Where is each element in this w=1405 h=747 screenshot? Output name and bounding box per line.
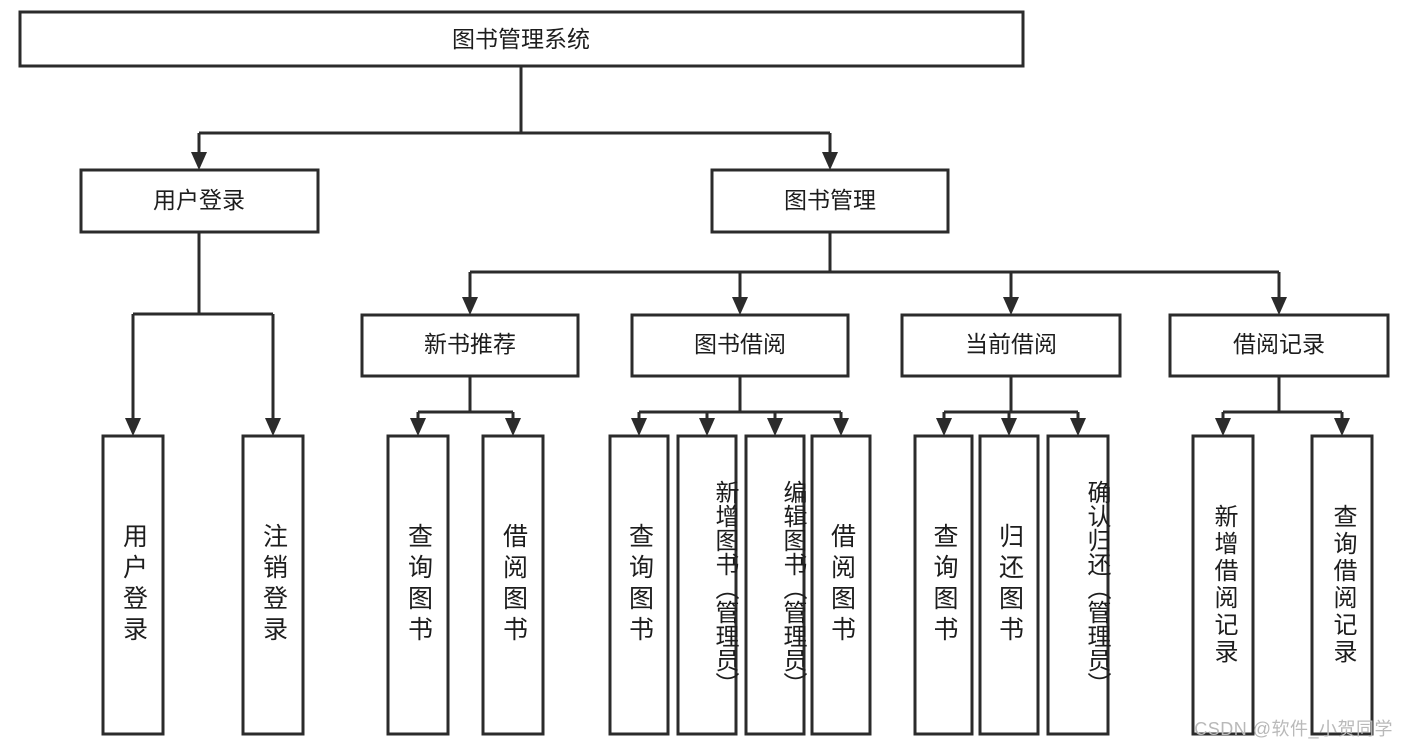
node-leaf-2[interactable] [241,434,305,736]
node-root[interactable]: 图书管理系统 [18,10,1025,68]
node-leaf-8[interactable] [810,434,872,736]
node-box-borrow[interactable] [630,313,850,378]
node-box-leaf-6[interactable] [676,434,738,736]
node-leaf-9[interactable] [913,434,974,736]
node-leaf-5[interactable] [608,434,670,736]
node-box-leaf-1[interactable] [101,434,165,736]
arrow-leaf-12 [1215,418,1231,436]
node-borrow[interactable]: 图书借阅 [630,313,850,378]
node-newbook[interactable]: 新书推荐 [360,313,580,378]
node-box-current[interactable] [900,313,1122,378]
node-label-current: 当前借阅 [965,331,1057,357]
node-box-leaf-13[interactable] [1310,434,1374,736]
arrow-leaf-9 [936,418,952,436]
node-box-leaf-3[interactable] [386,434,450,736]
node-leaf-11[interactable] [1046,434,1110,736]
node-leaf-4[interactable] [481,434,545,736]
node-box-leaf-12[interactable] [1191,434,1255,736]
node-leaf-3[interactable] [386,434,450,736]
node-label-borrow: 图书借阅 [694,331,786,357]
node-leaf-13[interactable] [1310,434,1374,736]
node-box-leaf-9[interactable] [913,434,974,736]
node-box-root[interactable] [18,10,1025,68]
arrow-records [1271,297,1287,315]
node-box-leaf-4[interactable] [481,434,545,736]
node-box-leaf-5[interactable] [608,434,670,736]
arrow-current [1003,297,1019,315]
node-label-newbook: 新书推荐 [424,331,516,357]
node-leaf-6[interactable] [676,434,738,736]
node-label-records: 借阅记录 [1233,331,1325,357]
node-bookmgmt[interactable]: 图书管理 [710,168,950,234]
node-records[interactable]: 借阅记录 [1168,313,1390,378]
node-box-leaf-2[interactable] [241,434,305,736]
node-box-leaf-8[interactable] [810,434,872,736]
arrow-leaf-4 [505,418,521,436]
arrow-leaf-5 [631,418,647,436]
arrow-leaf-1 [125,418,141,436]
node-box-records[interactable] [1168,313,1390,378]
arrow-to-login [191,152,207,170]
arrow-leaf-13 [1334,418,1350,436]
node-leaf-7[interactable] [744,434,806,736]
node-box-newbook[interactable] [360,313,580,378]
node-box-login[interactable] [79,168,320,234]
arrow-leaf-8 [833,418,849,436]
node-label-bookmgmt: 图书管理 [784,187,876,213]
node-current[interactable]: 当前借阅 [900,313,1122,378]
node-leaf-1[interactable] [101,434,165,736]
node-box-bookmgmt[interactable] [710,168,950,234]
edge-layer [125,66,1350,436]
node-box-leaf-10[interactable] [978,434,1040,736]
arrow-leaf-7 [767,418,783,436]
node-box-leaf-7[interactable] [744,434,806,736]
node-label-root: 图书管理系统 [452,26,590,52]
arrow-leaf-3 [410,418,426,436]
node-box-leaf-11[interactable] [1046,434,1110,736]
arrow-newbook [462,297,478,315]
arrow-borrow [732,297,748,315]
arrow-leaf-10 [1001,418,1017,436]
arrow-leaf-6 [699,418,715,436]
node-login[interactable]: 用户登录 [79,168,320,234]
arrow-leaf-2 [265,418,281,436]
node-leaf-12[interactable] [1191,434,1255,736]
arrow-to-bookmgmt [822,152,838,170]
arrow-leaf-11 [1070,418,1086,436]
node-leaf-10[interactable] [978,434,1040,736]
node-label-login: 用户登录 [153,187,245,213]
